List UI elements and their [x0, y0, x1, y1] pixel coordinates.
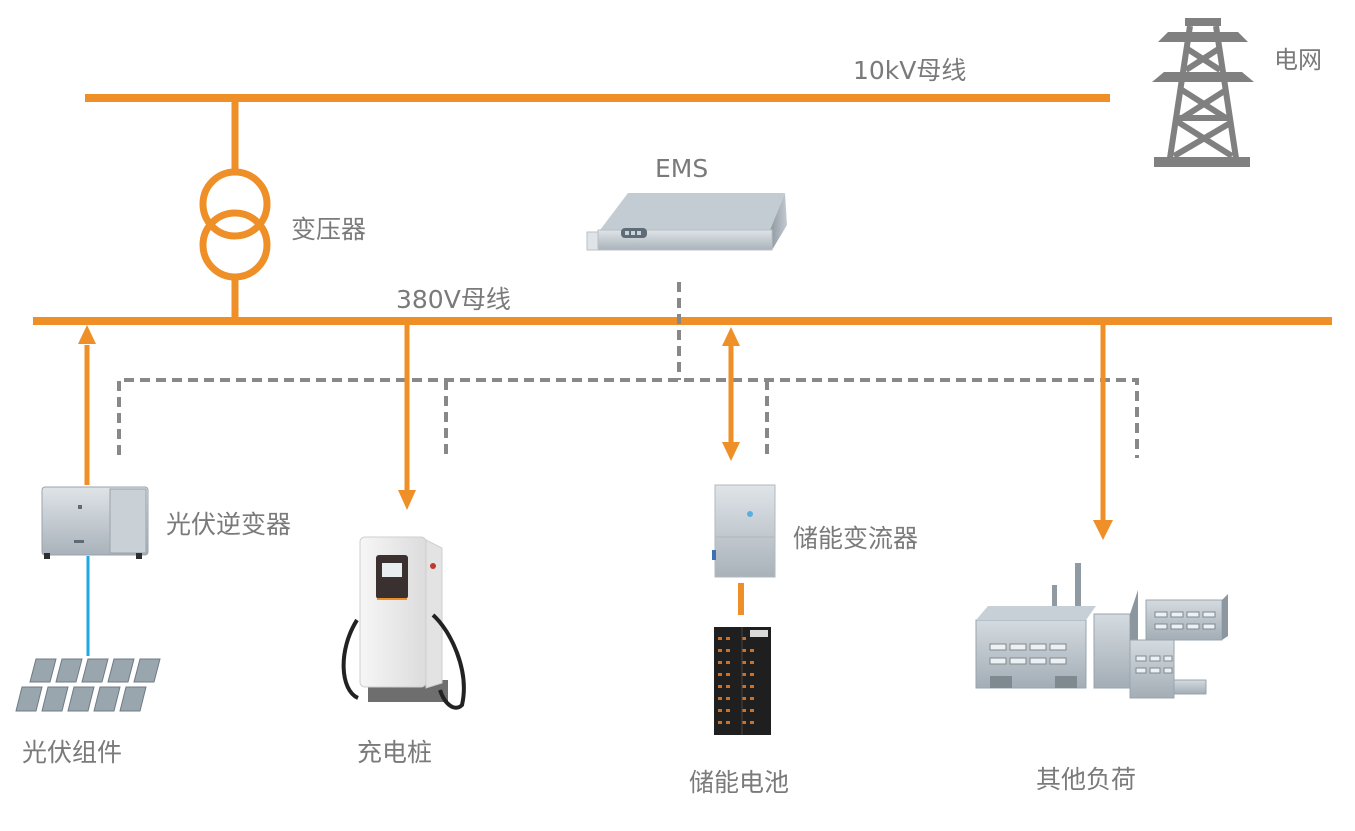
- pcs-label: 储能变流器: [793, 524, 919, 553]
- transformer-label: 变压器: [291, 215, 367, 244]
- battery-label: 储能电池: [689, 768, 790, 797]
- communication-lines: [117, 282, 1139, 458]
- load-label: 其他负荷: [1036, 765, 1137, 794]
- load-feeder: [1093, 321, 1113, 540]
- ems-label: EMS: [655, 154, 709, 183]
- lv-bus-label: 380V母线: [396, 285, 511, 314]
- battery-rack-icon: [714, 627, 771, 735]
- rack-server-icon: [586, 193, 787, 251]
- power-converter-icon: [712, 484, 776, 578]
- transformer-symbol-icon: [199, 98, 271, 321]
- charger-feeder: [398, 321, 416, 510]
- solar-panel-icon: [15, 658, 161, 712]
- transmission-tower-icon: [1152, 18, 1254, 167]
- hv-bus-label: 10kV母线: [853, 56, 967, 85]
- ev-charger-icon: [341, 536, 466, 710]
- pv-inverter-label: 光伏逆变器: [166, 510, 292, 539]
- inverter-icon: [41, 486, 149, 559]
- pv-inverter-feeder: [78, 325, 96, 485]
- charger-label: 充电桩: [357, 738, 433, 767]
- grid-label: 电网: [1274, 46, 1322, 74]
- factory-icon: [975, 563, 1228, 699]
- pv-modules-label: 光伏组件: [22, 738, 123, 767]
- pcs-feeder: [722, 327, 740, 461]
